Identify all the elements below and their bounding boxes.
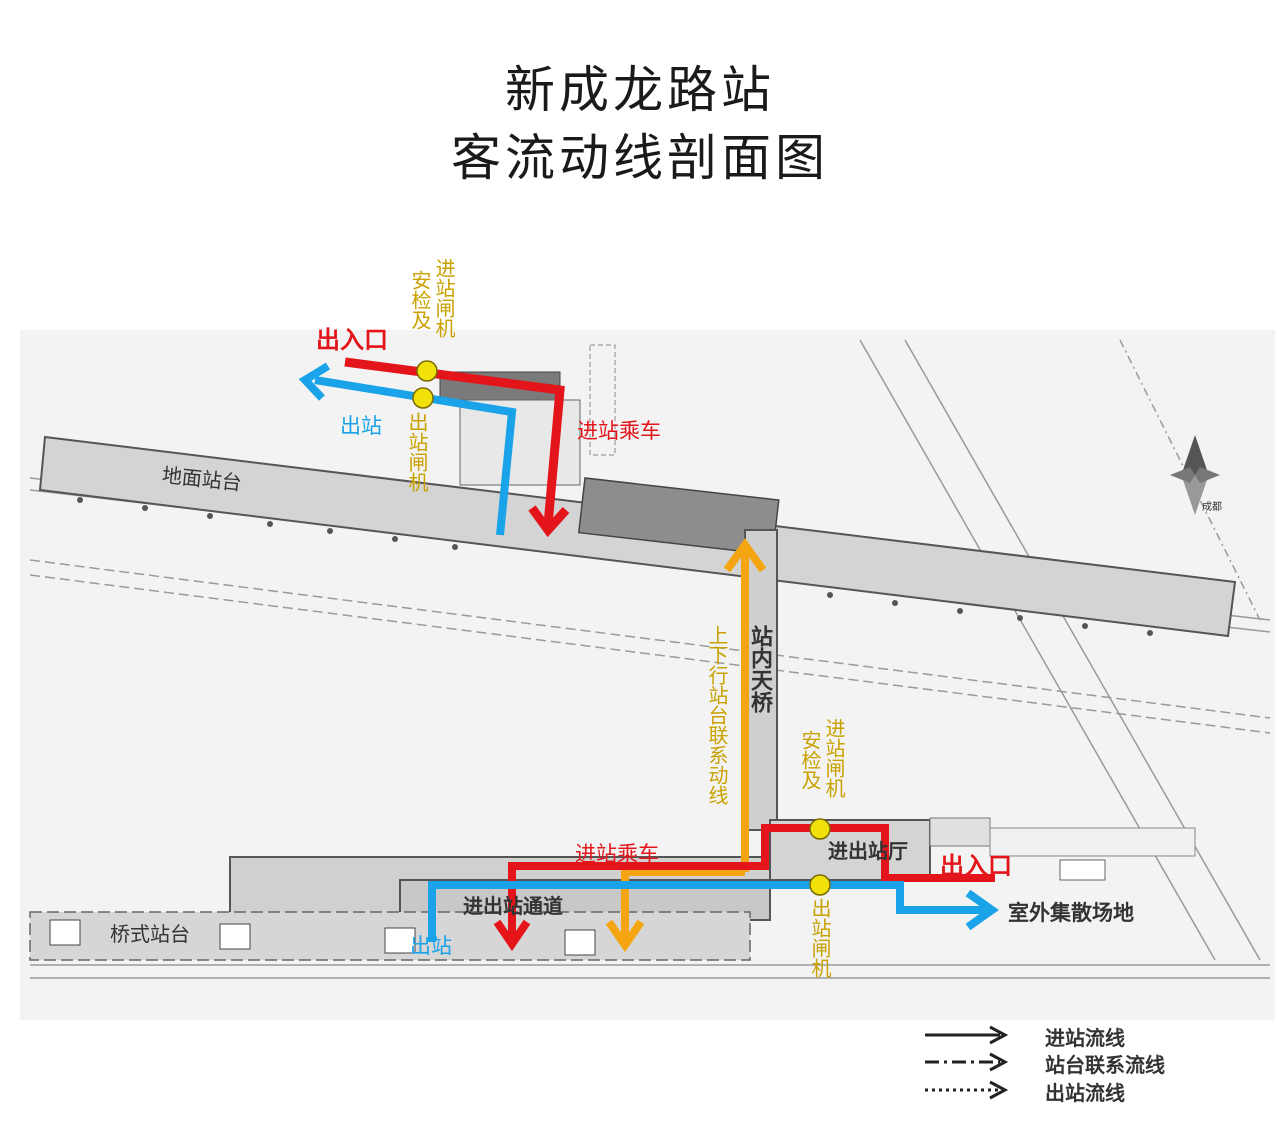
legend-label-enter: 进站流线 [1045,1026,1125,1050]
channel-label: 进出站通道 [463,894,563,918]
security-top-label-b: 进站闸机 [432,258,456,338]
enter-board-bottom-label: 进站乘车 [575,842,659,866]
bridge-platform-label: 桥式站台 [110,922,190,946]
security-gate-top-dot [416,360,438,382]
enter-flow-bottom-arrowhead [493,919,531,952]
legend-label-link: 站台联系流线 [1045,1053,1165,1077]
security-bottom-label-a: 安检及 [798,730,822,790]
exit-flow-top-arrowhead [298,362,331,401]
hall-side-building [989,827,1196,857]
exit-gate-top-dot [412,387,434,409]
security-bottom-label-b: 进站闸机 [822,718,846,798]
title-line2: 客流动线剖面图 [451,129,829,187]
bridge-label: 站内天桥 [747,625,772,713]
entrance-top-label: 出入口 [316,326,388,354]
exit-top-label: 出站 [340,414,382,438]
compass-icon [1170,435,1220,515]
enter-board-top-label: 进站乘车 [577,419,661,443]
exit-flow-top [314,376,517,536]
platform-columns [77,497,1153,636]
hall-label: 进出站厅 [828,839,908,863]
exit-gate-bottom-dot [809,874,831,896]
exit-flow-bottom-arrowhead [965,889,999,931]
enter-flow-top-arrowhead [528,505,570,538]
legend-solid-arrow [989,1025,1009,1045]
legend-dotted-arrow [989,1080,1009,1100]
exit-gate-top-label: 出站闸机 [405,412,429,492]
outdoor-label: 室外集散场地 [1008,901,1134,925]
platform-link-arrowhead-down [605,919,645,953]
platform-link-arrowhead-up [723,538,767,573]
platform-link-label: 上下行站台联系动线 [705,625,729,805]
legend-label-exit: 出站流线 [1045,1081,1125,1105]
title-line1: 新成龙路站 [505,61,775,119]
hall-annex [929,817,991,847]
exit-bottom-label: 出站 [410,934,452,958]
top-dashed-area [589,344,616,456]
security-top-label-a: 安检及 [408,270,432,330]
north-label: 成都 [1202,502,1222,513]
platform-stair-blocks [49,919,596,956]
platform-link-flow-down [621,868,745,942]
security-gate-bottom-dot [809,818,831,840]
exit-gate-bottom-label: 出站闸机 [808,898,832,978]
platform-building [577,477,780,556]
legend [925,1025,1009,1100]
enter-flow-bottom [508,824,995,940]
exit-flow-bottom [428,881,990,942]
legend-dashdot-arrow [989,1052,1009,1072]
entrance-bottom-label: 出入口 [940,852,1012,880]
small-kiosk [1059,859,1106,881]
